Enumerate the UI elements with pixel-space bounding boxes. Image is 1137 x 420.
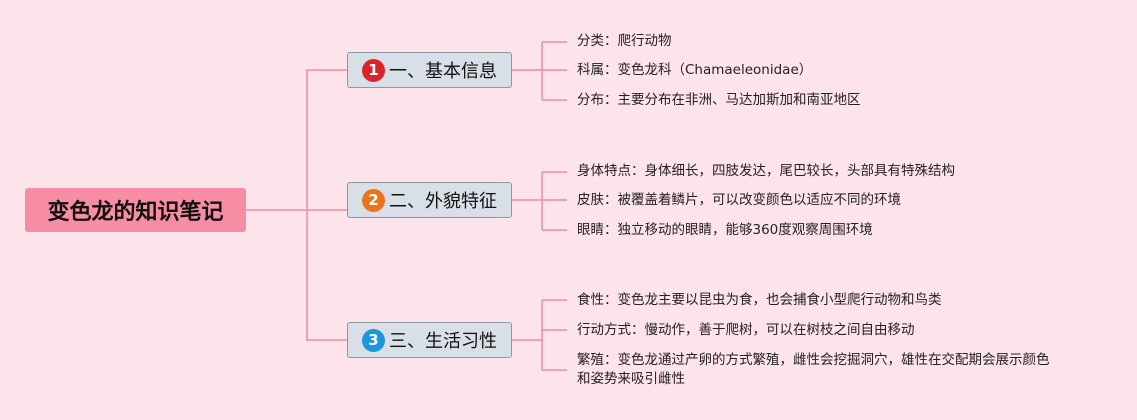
leaf-topic-diet[interactable]: 食性：变色龙主要以昆虫为食，也会捕食小型爬行动物和鸟类 — [577, 292, 942, 308]
connector-root-branch-1 — [246, 69, 347, 211]
leaf-topic-family[interactable]: 科属：变色龙科（Chamaeleonidae） — [577, 62, 813, 78]
leaf-topic-distribution[interactable]: 分布：主要分布在非洲、马达加斯加和南亚地区 — [577, 92, 861, 108]
connector-branch-1-leaves — [512, 41, 567, 101]
branch-topic-label: 一、基本信息 — [389, 61, 497, 82]
branch-topic-appearance[interactable]: 2 二、外貌特征 — [347, 182, 512, 218]
leaf-line-1: 繁殖：变色龙通过产卵的方式繁殖，雌性会挖掘洞穴，雄性在交配期会展示颜色 — [577, 352, 1050, 368]
leaf-topic-movement[interactable]: 行动方式：慢动作，善于爬树，可以在树枝之间自由移动 — [577, 322, 915, 338]
number-2-icon: 2 — [362, 188, 385, 212]
leaf-topic-body[interactable]: 身体特点：身体细长，四肢发达，尾巴较长，头部具有特殊结构 — [577, 163, 955, 179]
root-topic[interactable]: 变色龙的知识笔记 — [25, 188, 246, 232]
root-topic-label: 变色龙的知识笔记 — [47, 200, 224, 225]
branch-topic-basic-info[interactable]: 1 一、基本信息 — [347, 52, 512, 88]
connector-root-branch-3 — [306, 210, 347, 341]
branch-topic-label: 三、生活习性 — [389, 331, 497, 352]
leaf-topic-reproduction[interactable]: 繁殖：变色龙通过产卵的方式繁殖，雌性会挖掘洞穴，雄性在交配期会展示颜色 和姿势来… — [577, 351, 1050, 389]
connector-branch-3-leaves — [512, 299, 567, 371]
number-1-icon: 1 — [362, 58, 385, 82]
leaf-topic-classification[interactable]: 分类：爬行动物 — [577, 33, 672, 49]
leaf-topic-skin[interactable]: 皮肤：被覆盖着鳞片，可以改变颜色以适应不同的环境 — [577, 192, 901, 208]
number-3-icon: 3 — [362, 328, 385, 352]
connector-branch-2-leaves — [512, 171, 567, 231]
branch-topic-label: 二、外貌特征 — [389, 191, 497, 212]
leaf-topic-eyes[interactable]: 眼睛：独立移动的眼睛，能够360度观察周围环境 — [577, 222, 873, 238]
leaf-line-2: 和姿势来吸引雌性 — [577, 371, 685, 387]
branch-topic-habits[interactable]: 3 三、生活习性 — [347, 322, 512, 358]
